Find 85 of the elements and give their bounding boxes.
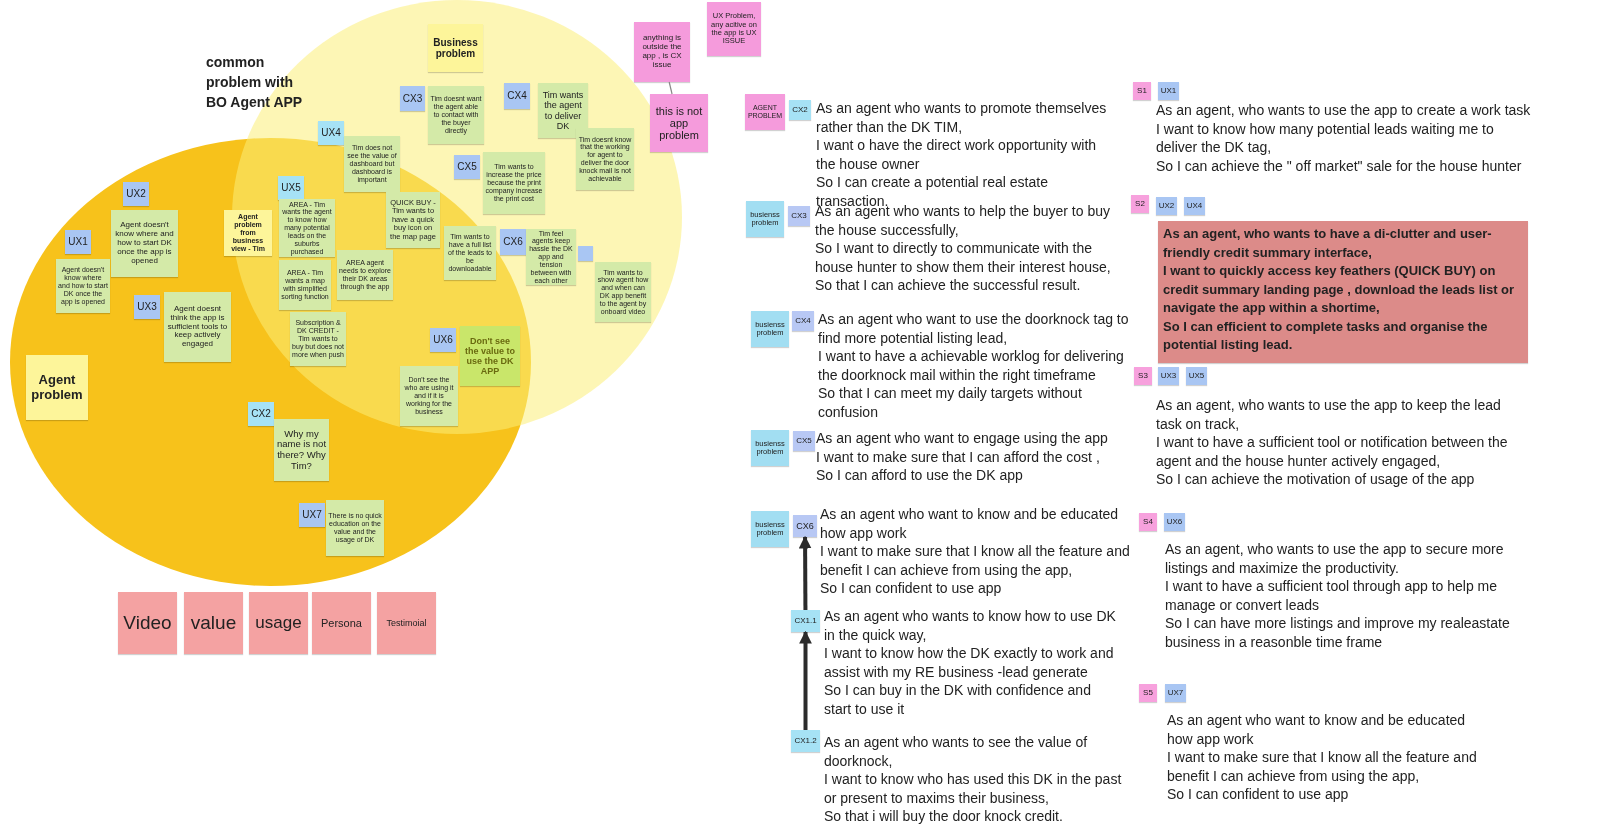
id-tag: UX6 xyxy=(1164,513,1185,531)
id-tag: UX7 xyxy=(299,503,325,527)
story-text: I want to know how the DK exactly to work and assist with my RE business -lead generate xyxy=(824,644,1115,681)
story-text: As an agent who wants to know how to use DK in the quick way, xyxy=(824,607,1117,644)
story-text: I want to quickly access key feathers (QUICK BUY) on credit summary landing page , download the leads list or navigate the app within a shortime, xyxy=(1163,262,1516,317)
id-tag: S3 xyxy=(1134,367,1152,385)
id-tag: UX6 xyxy=(430,328,456,352)
id-tag: CX4 xyxy=(504,83,530,109)
id-tag: CX5 xyxy=(793,431,815,451)
sticky-note: this is not app problem xyxy=(650,94,708,152)
story-text: As an agent, who wants to use the app to create a work task xyxy=(1156,101,1532,120)
story-text: As an agent who want to use the doorknock tag to find more potential listing lead, xyxy=(818,310,1130,347)
id-tag: UX1 xyxy=(65,230,91,254)
sticky-note: Agent doesn't know where and how to start DK once the app is opened xyxy=(111,210,178,277)
id-tag: CX5 xyxy=(454,155,480,179)
id-tag: S1 xyxy=(1133,82,1151,100)
story-text: So I can confident to use app xyxy=(820,579,1003,598)
sticky-note: Persona xyxy=(312,592,371,654)
story-text: I want to make sure that I know all the feature and benefit I can achieve from using the app, xyxy=(820,542,1131,579)
id-tag: CX3 xyxy=(788,206,810,226)
sticky-note xyxy=(578,246,593,261)
id-tag: CX3 xyxy=(400,86,425,111)
story-text: So I can buy in the DK with confidence and start to use it xyxy=(824,681,1092,718)
story-text: As an agent, who wants to use the app to secure more listings and maximize the productivity. xyxy=(1165,540,1505,577)
story-text: So that I can meet my daily targets without confusion xyxy=(818,384,1083,421)
sticky-note: Business problem xyxy=(428,24,483,72)
story-text: As an agent who wants to see the value of doorknock, xyxy=(824,733,1089,770)
story-text: As an agent who want to know and be educated how app work xyxy=(820,505,1120,542)
id-tag: UX7 xyxy=(1165,684,1186,702)
story-text: I want to make sure that I can afford the cost , xyxy=(816,447,1101,466)
arrow xyxy=(799,630,812,730)
story-text: I want to know who has used this DK in the past or present to maxims their business, xyxy=(824,770,1123,807)
id-tag: UX5 xyxy=(278,176,304,200)
id-tag: UX4 xyxy=(318,121,344,145)
connector-line xyxy=(668,81,673,95)
id-tag: S5 xyxy=(1139,684,1157,702)
id-tag: UX2 xyxy=(123,182,149,206)
id-tag: CX1.2 xyxy=(791,730,820,752)
sticky-note: Tim wants the agent to deliver DK xyxy=(538,83,588,138)
story-text: As an agent who want to know and be educated how app work xyxy=(1167,711,1467,748)
id-tag: CX6 xyxy=(793,515,817,537)
arrow xyxy=(798,535,812,610)
sticky-note: usage xyxy=(249,592,308,654)
id-tag: CX1.1 xyxy=(791,610,820,632)
id-tag: CX2 xyxy=(789,100,811,120)
story-text: I want to make sure that I know all the feature and benefit I can achieve from using the app, xyxy=(1167,748,1478,785)
story-text: So that I can achieve the successful result. xyxy=(815,276,1082,295)
highlight-box xyxy=(1158,221,1528,363)
sticky-note: Agent doesnt think the app is sufficient tools to keep actively engaged xyxy=(164,292,231,362)
id-tag: UX3 xyxy=(134,295,160,319)
id-tag: UX5 xyxy=(1186,367,1207,385)
id-tag: S2 xyxy=(1131,195,1149,213)
id-tag: CX6 xyxy=(500,229,526,255)
story-text: I want to have a sufficient tool through app to help me manage or convert leads xyxy=(1165,577,1499,614)
id-tag: UX3 xyxy=(1158,367,1179,385)
story-text: As an agent who wants to promote themselves rather than the DK TIM, xyxy=(816,99,1108,136)
heading-text: common problem with BO Agent APP xyxy=(206,53,304,112)
story-text: I want to have a sufficient tool or notification between the agent and the house hunter actively engaged, xyxy=(1156,433,1509,470)
story-text: So I can efficient to complete tasks and organise the potential listing lead. xyxy=(1163,317,1489,354)
id-tag: CX4 xyxy=(792,311,814,331)
story-text: So I can achieve the motivation of usage of the app xyxy=(1156,470,1476,489)
sticky-note: Video xyxy=(118,592,177,654)
sticky-note: Agent problem xyxy=(26,355,88,420)
story-text: So I can afford to use the DK app xyxy=(816,466,1024,485)
story-text: So I can achieve the " off market" sale for the house hunter xyxy=(1156,156,1523,175)
story-text: I want to know how many potential leads waiting me to deliver the DK tag, xyxy=(1156,119,1495,157)
story-text: As an agent, who wants to have a di-clutter and user-friendly credit summary interface, xyxy=(1163,225,1493,262)
story-text: As an agent, who wants to use the app to keep the lead task on track, xyxy=(1156,396,1502,433)
id-tag: S4 xyxy=(1139,513,1157,531)
id-tag: UX1 xyxy=(1158,82,1179,100)
sticky-note: Why my name is not there? Why Tim? xyxy=(274,419,329,481)
id-tag: CX2 xyxy=(248,402,274,426)
story-text: I want o have the direct work opportunity with the house owner xyxy=(816,136,1098,173)
id-tag: UX4 xyxy=(1184,197,1205,215)
story-text: As an agent who want to engage using the app xyxy=(816,429,1109,448)
story-text: So I can confident to use app xyxy=(1167,785,1350,804)
story-text: I want to have a achievable worklog for delivering the doorknock mail within the right timeframe xyxy=(818,347,1125,384)
story-text: So I want to directly to communicate with the house hunter to show them their interest house, xyxy=(815,239,1112,276)
story-text: So I can have more listings and improve my realeastate business in a reasonble time frame xyxy=(1165,614,1511,651)
sticky-note: anything is outside the app , is CX issue xyxy=(634,22,690,82)
sticky-note: value xyxy=(184,592,243,654)
sticky-note: Testimoial xyxy=(377,592,436,654)
id-tag: UX2 xyxy=(1156,197,1177,215)
story-text: So that i will buy the door knock credit. xyxy=(824,807,1064,826)
sticky-note: Don't see the value to use the DK APP xyxy=(460,326,520,386)
